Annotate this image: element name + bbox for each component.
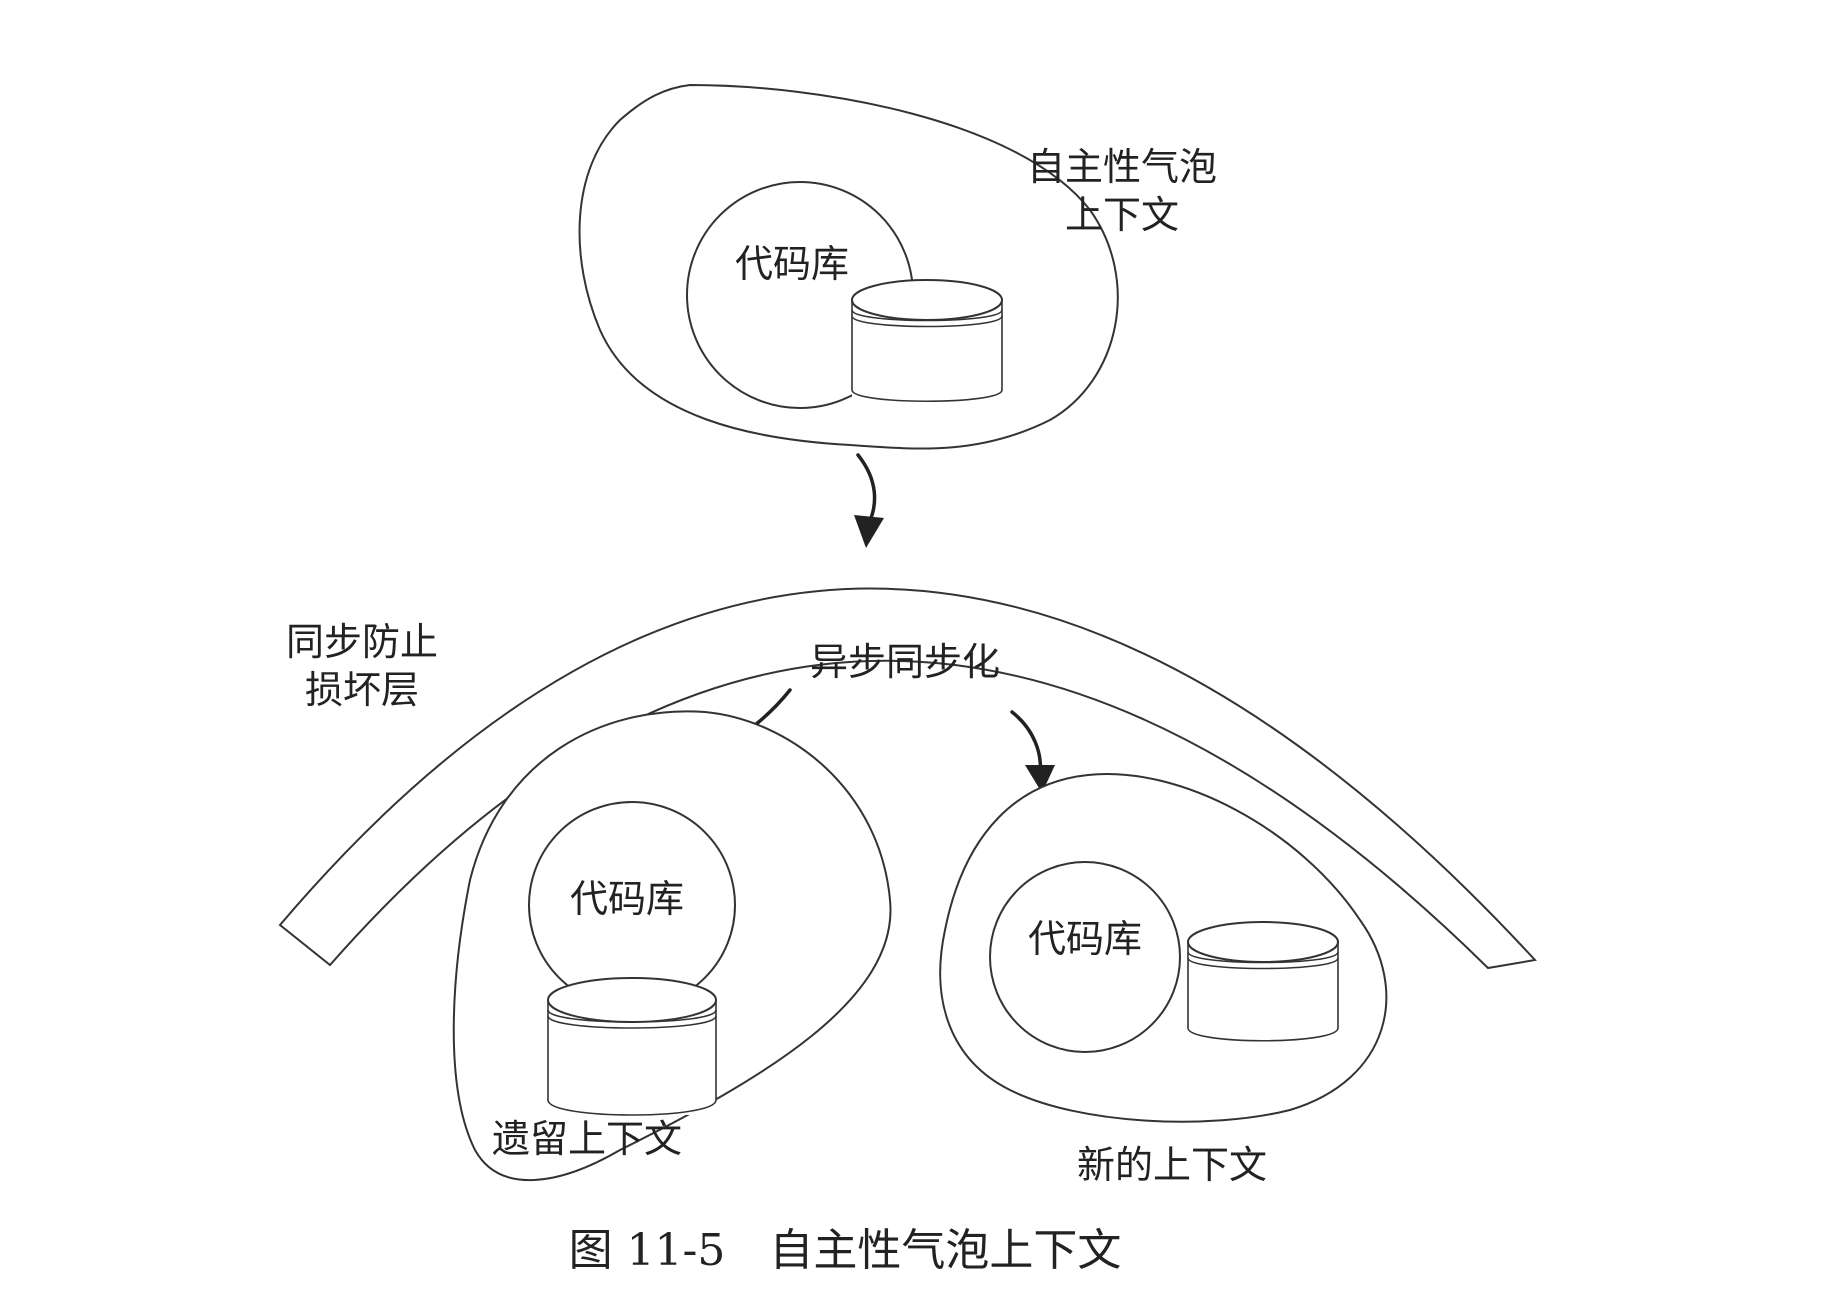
acl-label-line1: 同步防止 bbox=[286, 620, 438, 664]
acl-label-line2: 损坏层 bbox=[305, 668, 419, 712]
down-arrow bbox=[854, 453, 884, 548]
anti-corruption-layer-band bbox=[278, 587, 1537, 970]
legacy-database-icon bbox=[547, 977, 717, 1116]
new-context-label: 新的上下文 bbox=[1077, 1143, 1267, 1187]
legacy-context: 代码库 遗留上下文 bbox=[452, 710, 892, 1181]
top-context-title-line1: 自主性气泡 bbox=[1027, 145, 1217, 189]
top-context-title-line2: 上下文 bbox=[1065, 193, 1179, 237]
new-codebase-label: 代码库 bbox=[1028, 917, 1142, 961]
legacy-context-label: 遗留上下文 bbox=[492, 1117, 682, 1161]
top-bubble-context: 代码库 自主性气泡 上下文 bbox=[578, 83, 1217, 450]
arrow-to-new-context bbox=[1010, 710, 1055, 793]
figure-caption: 图 11-5 自主性气泡上下文 bbox=[569, 1225, 1122, 1276]
top-codebase-label: 代码库 bbox=[735, 242, 849, 286]
new-context: 代码库 新的上下文 bbox=[939, 773, 1388, 1187]
async-sync-label: 异步同步化 bbox=[810, 640, 1000, 684]
new-codebase-circle bbox=[989, 861, 1181, 1053]
new-database-icon bbox=[1187, 921, 1339, 1042]
top-database-icon bbox=[851, 279, 1003, 403]
legacy-codebase-label: 代码库 bbox=[570, 877, 684, 921]
